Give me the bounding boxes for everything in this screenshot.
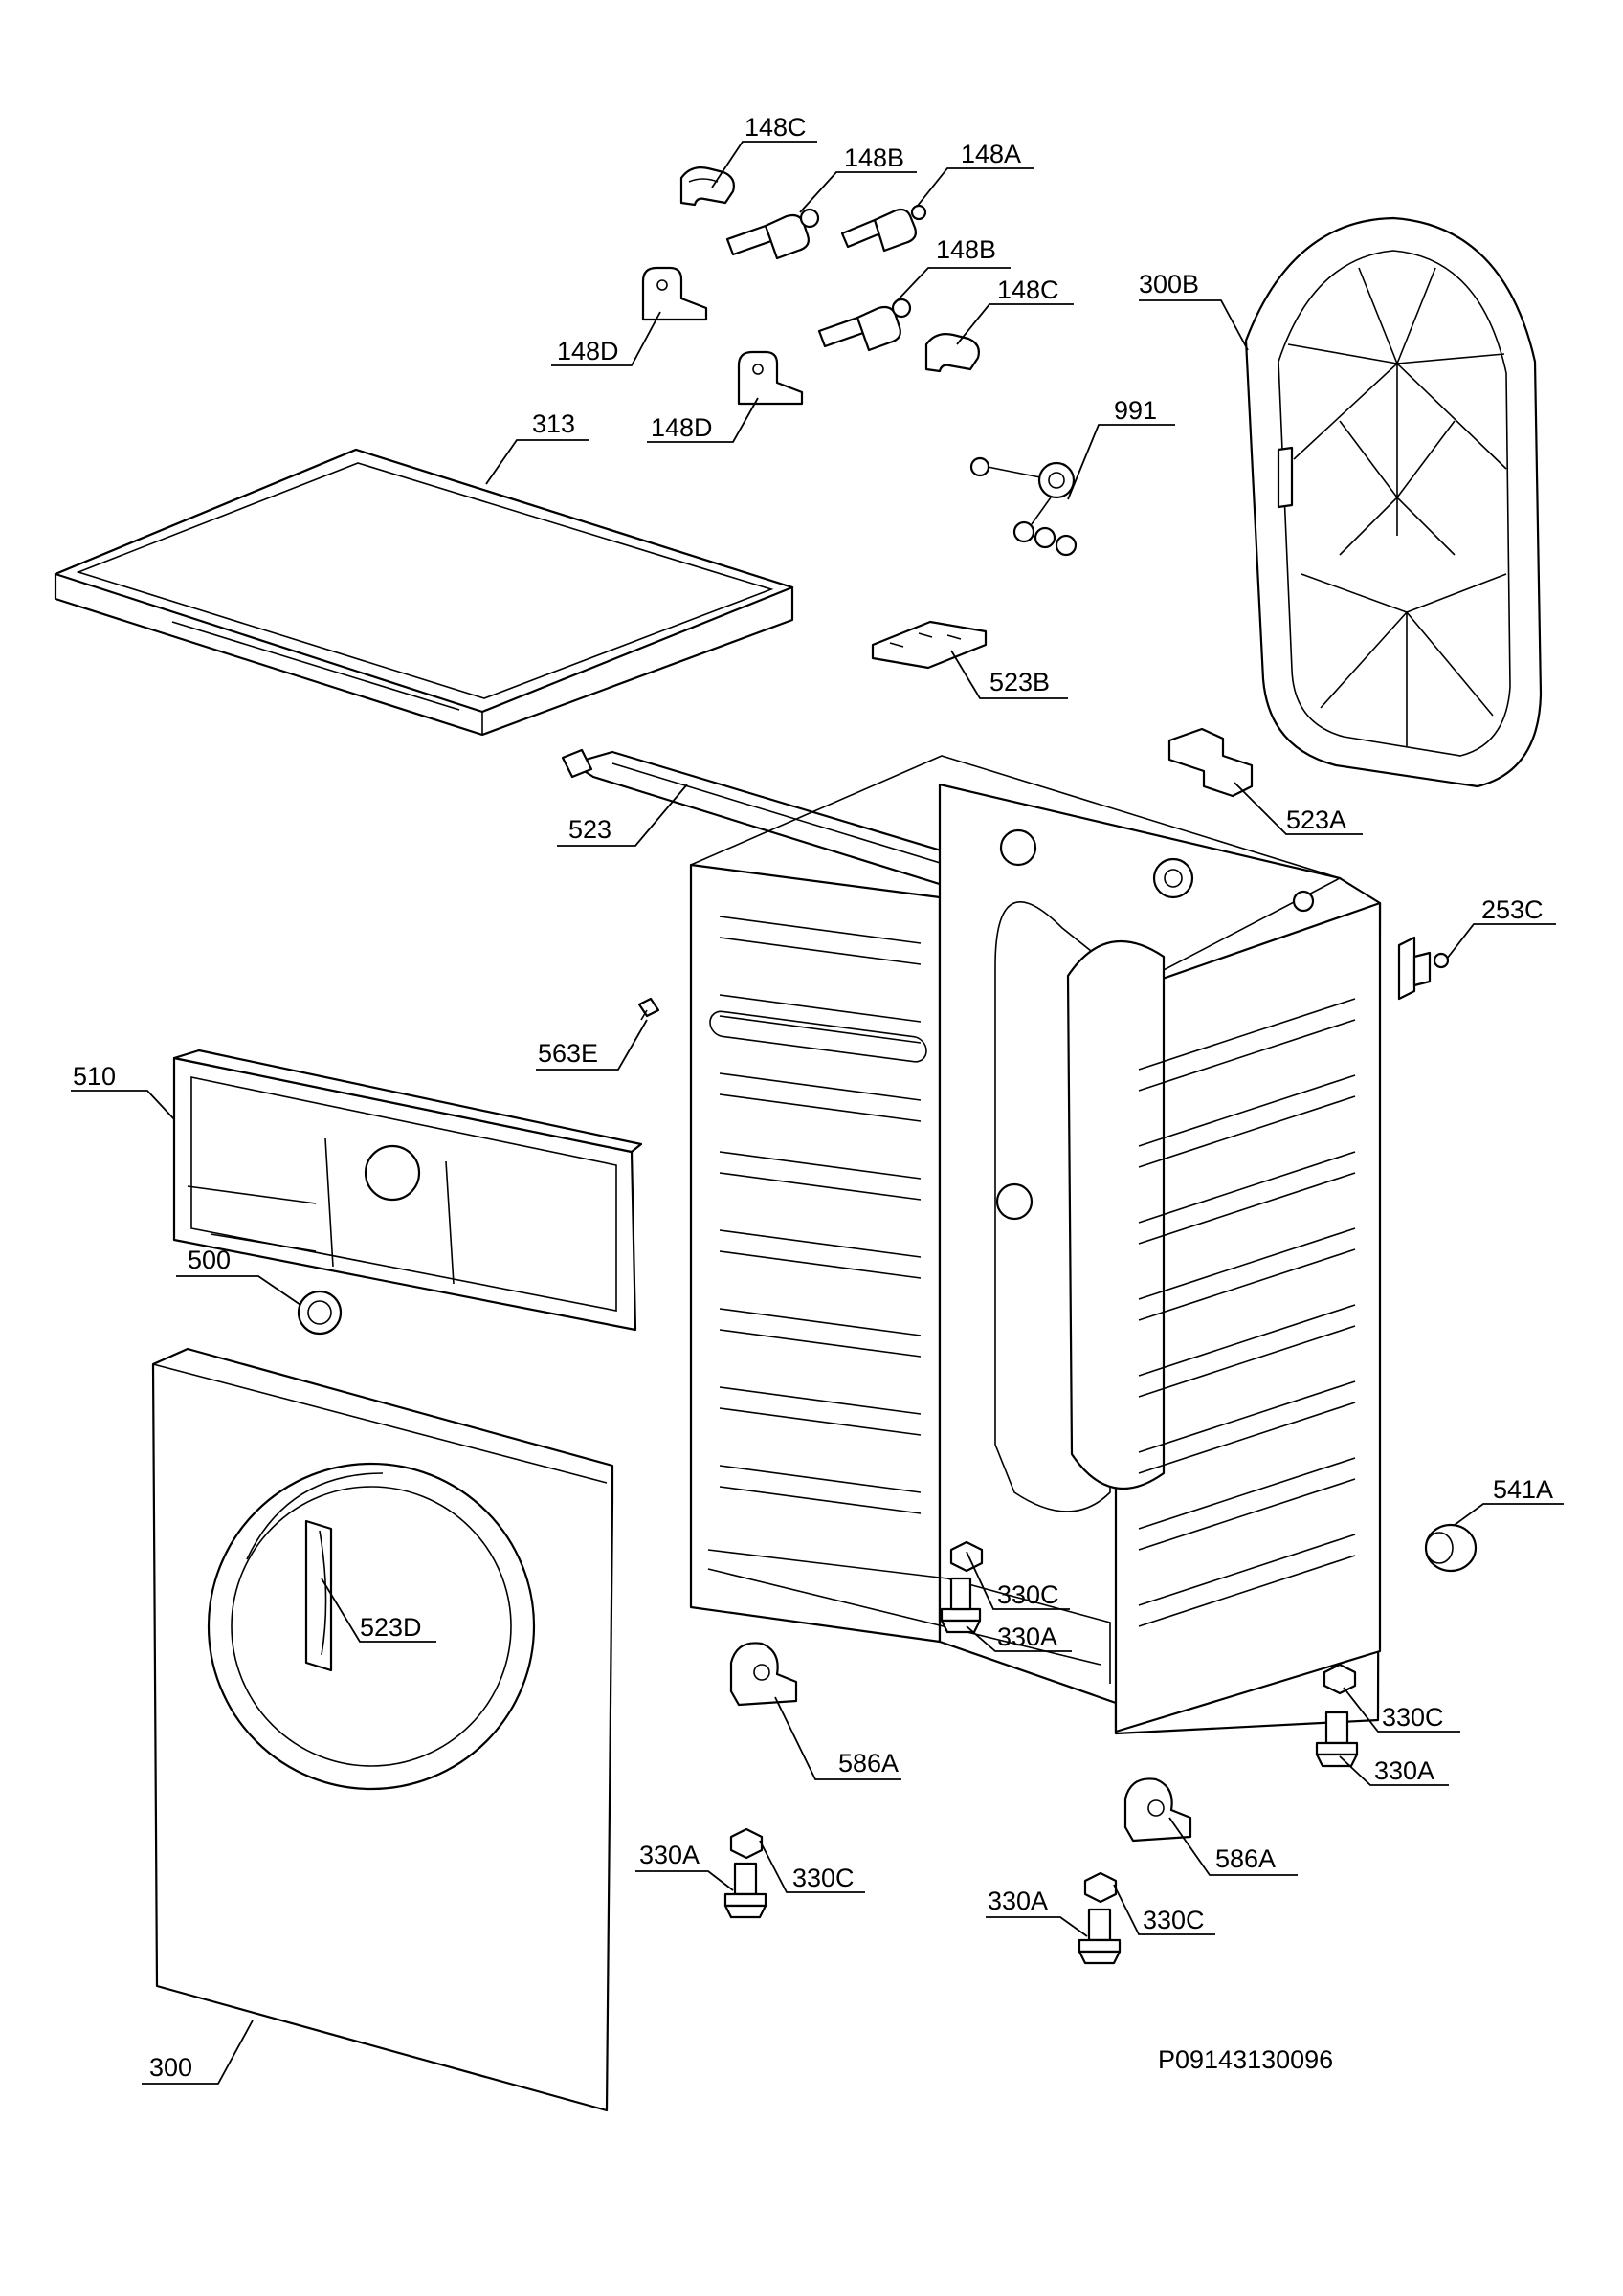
callout-label: 330A — [639, 1841, 700, 1869]
callout-label: 586A — [838, 1749, 899, 1777]
callout-label: 300B — [1139, 270, 1199, 298]
callout-523: 523 — [557, 784, 688, 847]
callout-label: 330C — [1382, 1703, 1444, 1732]
callout-330C-b: 330C — [1343, 1687, 1460, 1733]
part-300-front-panel — [151, 1347, 614, 2112]
callout-313: 313 — [485, 409, 589, 485]
callout-label: 523D — [360, 1613, 422, 1642]
reference-code: P09143130096 — [1158, 2045, 1333, 2074]
callout-330A-c: 330A — [635, 1841, 734, 1891]
part-300B-rear-frame — [1244, 216, 1543, 788]
foot-330-group-b — [1315, 1663, 1359, 1768]
foot-330-group-a — [940, 1540, 984, 1634]
callout-label: 300 — [149, 2053, 192, 2082]
callout-148A: 148A — [916, 140, 1034, 208]
callout-label: 330A — [997, 1623, 1057, 1651]
callout-330C-c: 330C — [759, 1840, 865, 1893]
part-523A — [1167, 727, 1254, 798]
part-523-rail — [561, 748, 999, 895]
callout-label: 510 — [73, 1062, 116, 1091]
callout-300: 300 — [142, 2020, 254, 2085]
callout-label: 586A — [1215, 1844, 1276, 1873]
rear-frame-spokes — [1287, 267, 1507, 746]
foot-330-group-c — [723, 1827, 767, 1919]
part-148C-top — [679, 166, 735, 207]
callout-label: 991 — [1114, 396, 1157, 425]
callout-label: 330A — [988, 1887, 1048, 1915]
callout-label: 563E — [538, 1039, 598, 1068]
part-563E — [637, 997, 660, 1021]
callout-label: 330C — [792, 1864, 855, 1892]
callout-991: 991 — [1067, 396, 1175, 500]
callout-586A-a: 586A — [774, 1696, 901, 1780]
callout-label: 148B — [936, 235, 996, 264]
part-148B-mid — [817, 298, 912, 352]
callout-330A-d: 330A — [986, 1887, 1088, 1937]
callout-label: 148C — [997, 276, 1059, 304]
callout-148C-mid: 148C — [956, 276, 1074, 345]
part-313-top-cover — [54, 448, 794, 737]
callout-label: 148D — [651, 413, 713, 442]
callout-330C-d: 330C — [1113, 1884, 1215, 1935]
bracket-586A-a — [729, 1642, 798, 1707]
callout-563E: 563E — [536, 1019, 648, 1071]
part-510-control-panel — [172, 1049, 643, 1332]
callout-148C-top: 148C — [711, 113, 817, 188]
part-991 — [969, 456, 1078, 557]
callout-label: 148A — [961, 140, 1021, 168]
part-148B-top — [725, 208, 820, 260]
callout-label: 523 — [568, 815, 611, 844]
callout-330A-a: 330A — [966, 1623, 1072, 1652]
callout-label: 541A — [1493, 1475, 1553, 1504]
callout-label: 523A — [1286, 806, 1346, 834]
callout-label: 500 — [188, 1246, 231, 1274]
callout-label: 148B — [844, 144, 904, 172]
part-500-knob — [297, 1290, 343, 1336]
left-panel-slots — [709, 1010, 927, 1063]
callout-253C: 253C — [1446, 895, 1556, 960]
part-253C — [1397, 936, 1450, 1001]
callout-148B-top: 148B — [799, 144, 917, 213]
callout-label: 330A — [1374, 1756, 1434, 1785]
callout-523A: 523A — [1234, 782, 1363, 835]
part-148A — [840, 204, 927, 253]
callout-586A-b: 586A — [1168, 1817, 1298, 1876]
part-148D-mid — [737, 350, 804, 406]
callout-label: 330C — [997, 1580, 1059, 1609]
bracket-586A-b — [1123, 1777, 1192, 1843]
callout-label: 330C — [1143, 1906, 1205, 1934]
part-523B — [871, 620, 988, 670]
callout-148D-left: 148D — [551, 311, 661, 366]
callout-510: 510 — [71, 1062, 175, 1120]
callout-148B-mid: 148B — [893, 235, 1011, 305]
callout-label: 313 — [532, 409, 575, 438]
callout-300B: 300B — [1139, 270, 1249, 351]
callout-330C-a: 330C — [966, 1551, 1070, 1610]
callout-523D: 523D — [321, 1578, 436, 1643]
callout-500: 500 — [176, 1246, 301, 1306]
callout-label: 523B — [989, 668, 1050, 696]
callout-148D-mid: 148D — [647, 397, 759, 443]
part-cabinet-frame — [689, 755, 1382, 1735]
callout-330A-b: 330A — [1339, 1755, 1449, 1786]
callout-label: 253C — [1481, 895, 1544, 924]
callout-label: 148D — [557, 337, 619, 365]
callout-541A: 541A — [1454, 1475, 1564, 1526]
foot-330-group-d — [1078, 1871, 1122, 1965]
callout-label: 148C — [745, 113, 807, 142]
part-541A — [1424, 1523, 1478, 1573]
callout-523B: 523B — [950, 650, 1068, 699]
part-148C-mid — [924, 333, 980, 373]
part-148D-left — [641, 266, 708, 321]
